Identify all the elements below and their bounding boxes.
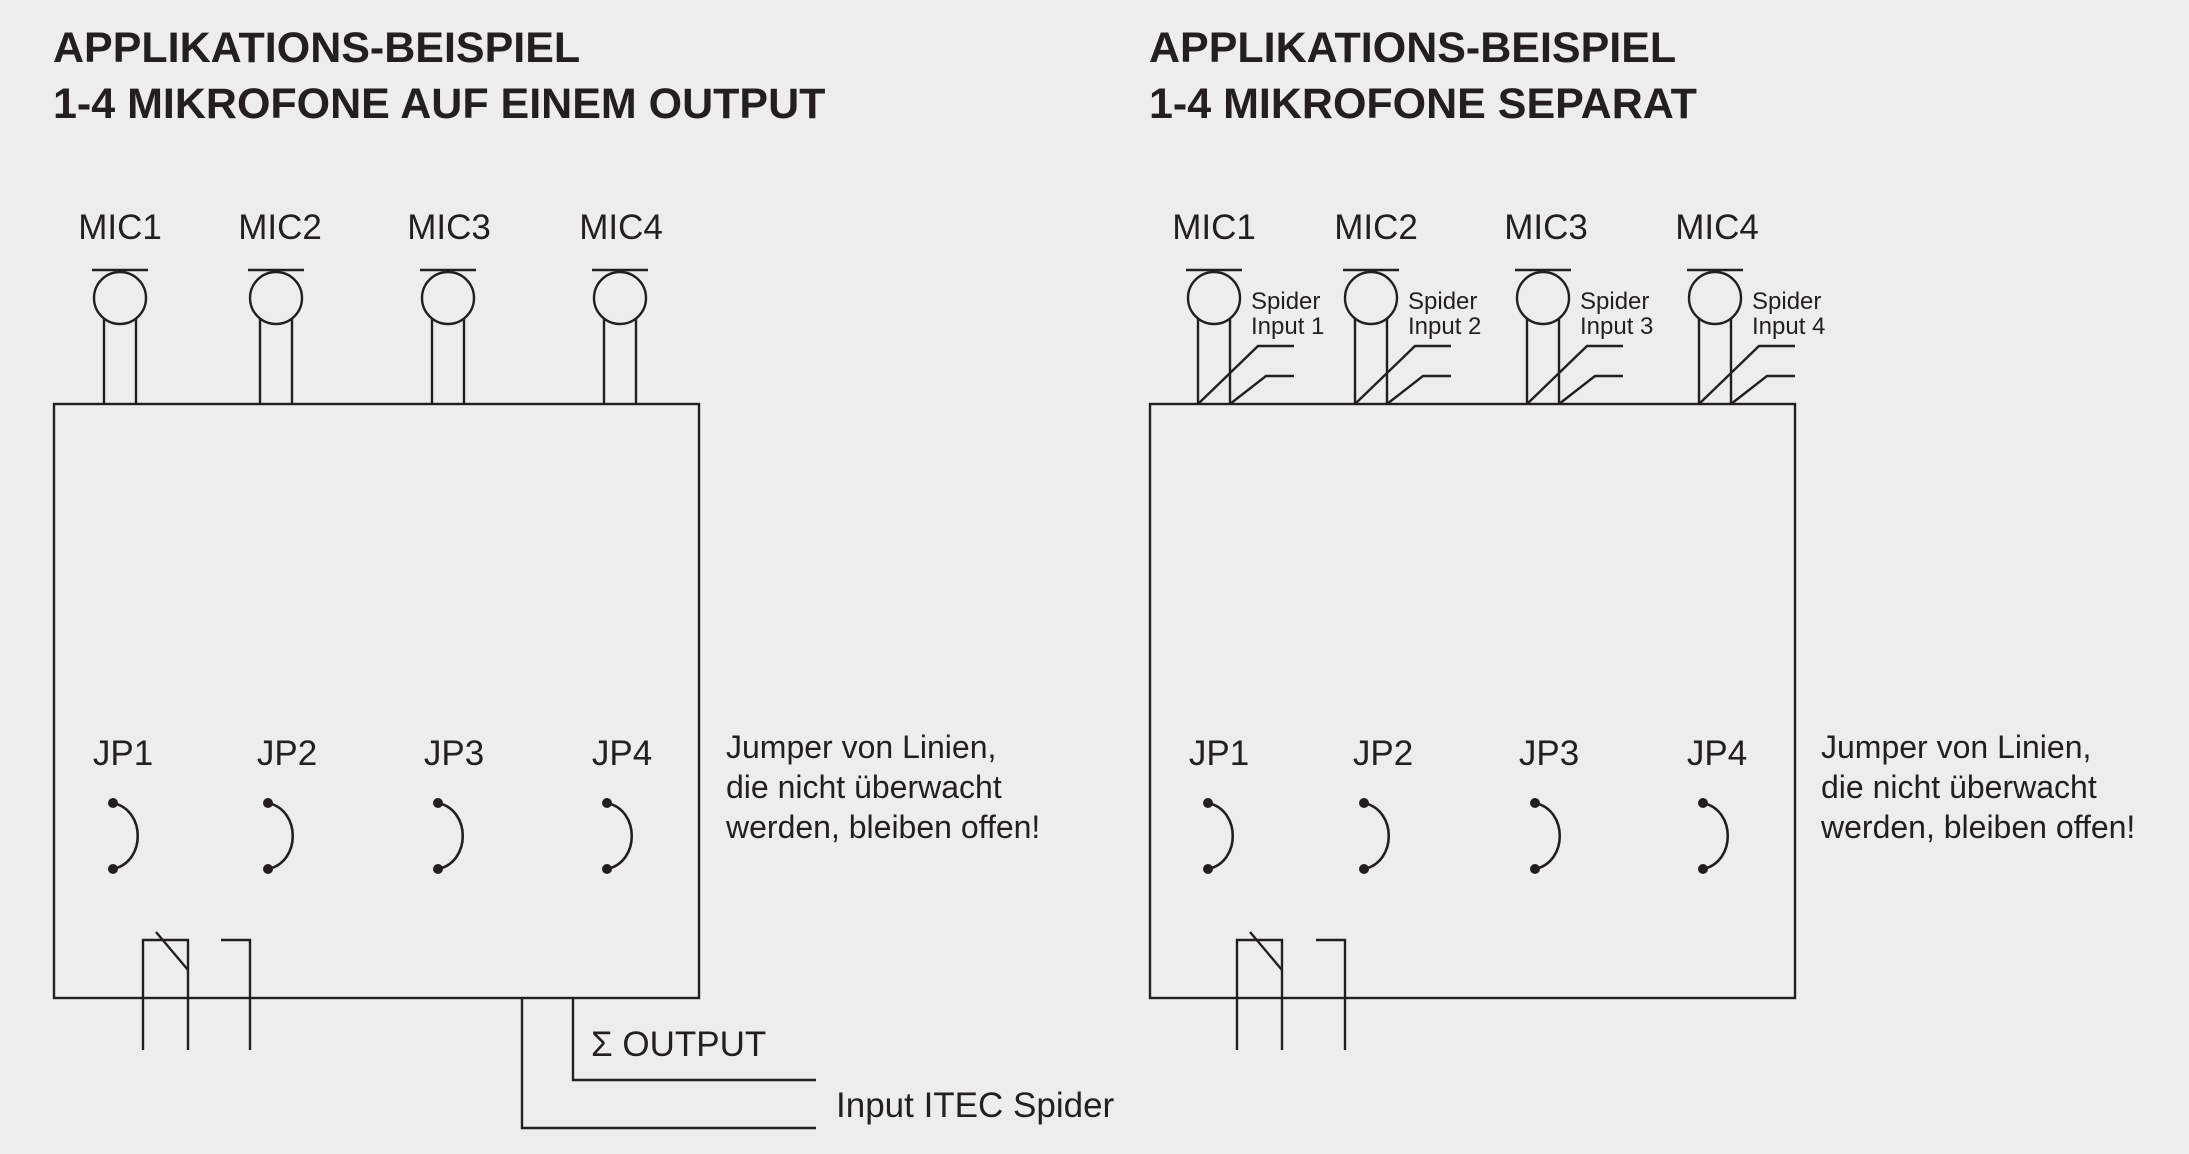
left-output-wires bbox=[520, 998, 816, 1130]
left-device-box bbox=[52, 402, 701, 1000]
left-mic-label-3: MIC3 bbox=[407, 208, 491, 247]
right-mic-label-2: MIC2 bbox=[1334, 208, 1418, 247]
left-mic-label-2: MIC2 bbox=[238, 208, 322, 247]
left-mic-label-4: MIC4 bbox=[579, 208, 663, 247]
right-mic-symbol-1 bbox=[1186, 268, 1294, 405]
left-jumper-label-1: JP1 bbox=[93, 734, 153, 773]
right-spider-label-2-line2: Input 2 bbox=[1408, 313, 1481, 340]
left-mic-symbol-4 bbox=[592, 268, 648, 404]
left-note-line3: werden, bleiben offen! bbox=[725, 809, 1040, 845]
right-jumper-symbol-3 bbox=[1530, 798, 1561, 874]
left-jumper-symbol-3 bbox=[433, 798, 464, 874]
right-title-line1: APPLIKATIONS-BEISPIEL bbox=[1149, 24, 1676, 72]
right-jumper-label-2: JP2 bbox=[1353, 734, 1413, 773]
right-spider-label-4-line2: Input 4 bbox=[1752, 313, 1825, 340]
left-mic-symbol-3 bbox=[420, 268, 476, 404]
left-output-label: Σ OUTPUT bbox=[591, 1025, 766, 1064]
left-jumper-symbol-4 bbox=[602, 798, 633, 874]
left-jumper-label-2: JP2 bbox=[257, 734, 317, 773]
right-spider-label-2-line1: Spider bbox=[1408, 288, 1477, 315]
left-note-line2: die nicht überwacht bbox=[726, 769, 1002, 805]
left-jumper-symbol-2 bbox=[263, 798, 294, 874]
right-spider-label-3-line2: Input 3 bbox=[1580, 313, 1653, 340]
right-mic-symbol-4 bbox=[1687, 268, 1795, 405]
right-jumper-symbol-2 bbox=[1359, 798, 1390, 874]
right-note-line2: die nicht überwacht bbox=[1821, 769, 2097, 805]
right-mic-symbol-3 bbox=[1515, 268, 1623, 405]
left-title-line1: APPLIKATIONS-BEISPIEL bbox=[53, 24, 580, 72]
right-mic-label-1: MIC1 bbox=[1172, 208, 1256, 247]
right-spider-label-1-line2: Input 1 bbox=[1251, 313, 1324, 340]
left-jumper-label-4: JP4 bbox=[592, 734, 652, 773]
right-jumper-symbol-4 bbox=[1698, 798, 1729, 874]
right-panel: APPLIKATIONS-BEISPIEL 1-4 MIKROFONE SEPA… bbox=[1148, 24, 2135, 1050]
left-jumper-symbol-1 bbox=[108, 798, 139, 874]
right-mic-label-3: MIC3 bbox=[1504, 208, 1588, 247]
left-relay-symbol bbox=[141, 931, 252, 1050]
right-spider-label-1-line1: Spider bbox=[1251, 288, 1320, 315]
right-mic-symbol-2 bbox=[1343, 268, 1451, 405]
left-jumper-label-3: JP3 bbox=[424, 734, 484, 773]
right-jumper-label-3: JP3 bbox=[1519, 734, 1579, 773]
right-jumper-label-4: JP4 bbox=[1687, 734, 1747, 773]
left-mic-symbol-2 bbox=[248, 268, 304, 404]
right-note-line1: Jumper von Linien, bbox=[1821, 729, 2091, 765]
left-title-line2: 1-4 MIKROFONE AUF EINEM OUTPUT bbox=[53, 80, 825, 128]
right-mic-label-4: MIC4 bbox=[1675, 208, 1759, 247]
right-jumper-label-1: JP1 bbox=[1189, 734, 1249, 773]
right-jumper-symbol-1 bbox=[1203, 798, 1234, 874]
left-note-line1: Jumper von Linien, bbox=[726, 729, 996, 765]
right-title-line2: 1-4 MIKROFONE SEPARAT bbox=[1149, 80, 1697, 128]
right-spider-label-4-line1: Spider bbox=[1752, 288, 1821, 315]
right-note-line3: werden, bleiben offen! bbox=[1820, 809, 2135, 845]
right-device-box bbox=[1148, 402, 1797, 1000]
left-mic-symbol-1 bbox=[92, 268, 148, 404]
left-input-label: Input ITEC Spider bbox=[836, 1086, 1115, 1125]
left-panel: APPLIKATIONS-BEISPIEL 1-4 MIKROFONE AUF … bbox=[52, 24, 1115, 1130]
right-spider-label-3-line1: Spider bbox=[1580, 288, 1649, 315]
left-mic-label-1: MIC1 bbox=[78, 208, 162, 247]
right-relay-symbol bbox=[1235, 931, 1347, 1050]
